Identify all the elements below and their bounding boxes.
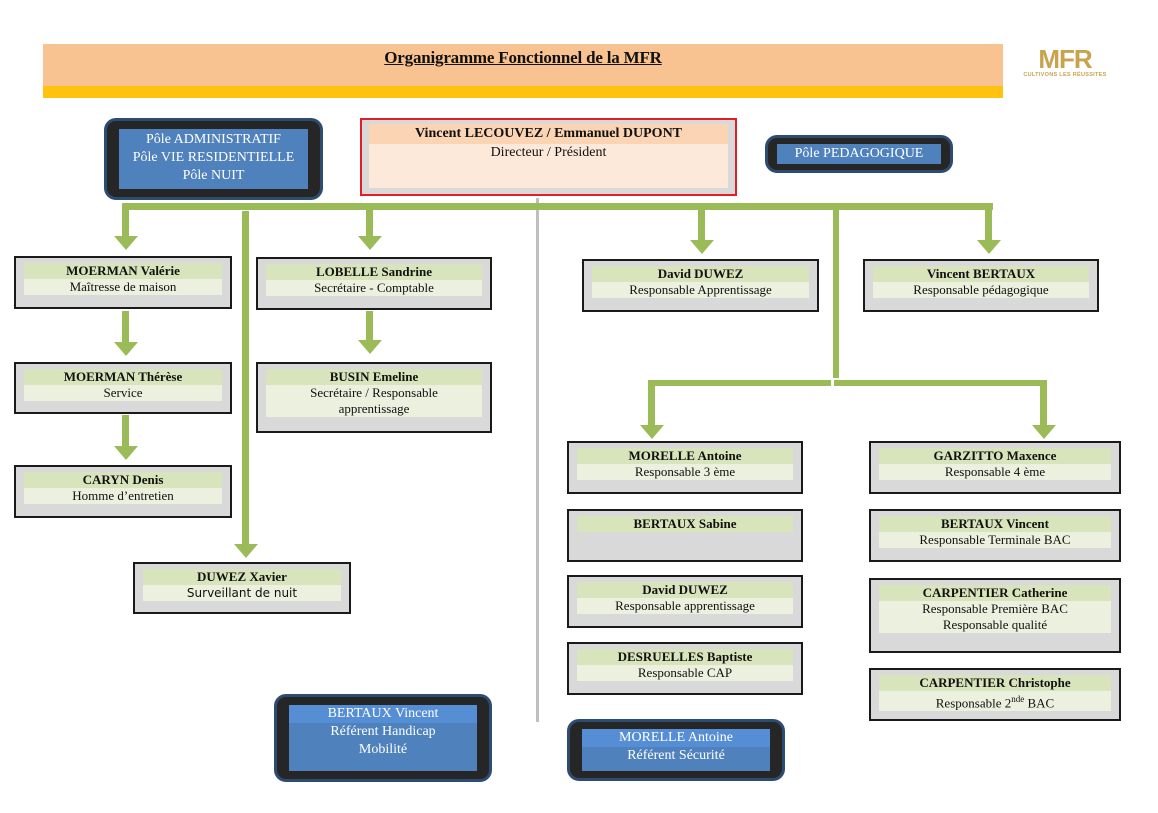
connector-bar-right — [834, 380, 1046, 386]
role-superscript: nde — [1011, 694, 1025, 704]
staff-name: DESRUELLES Baptiste — [577, 649, 793, 665]
staff-name: MOERMAN Thérèse — [24, 369, 222, 385]
referent-handicap-name: BERTAUX Vincent — [289, 705, 477, 723]
staff-name: CARPENTIER Christophe — [879, 675, 1111, 691]
staff-role: Responsable Apprentissage — [592, 282, 809, 298]
center-divider-line — [536, 198, 539, 722]
staff-name: DUWEZ Xavier — [143, 569, 341, 585]
arrow-down-icon — [977, 240, 1001, 254]
connector-line — [122, 311, 129, 343]
connector-line — [1040, 380, 1047, 426]
staff-role: Responsable 2nde BAC — [879, 691, 1111, 712]
staff-name: BERTAUX Sabine — [577, 516, 793, 532]
connector-line — [366, 311, 373, 341]
staff-role: Secrétaire - Comptable — [266, 280, 482, 296]
pole-pedagogique-box: Pôle PEDAGOGIQUE — [765, 135, 953, 173]
staff-role: Responsable apprentissage — [577, 598, 793, 614]
pole-admin-box: Pôle ADMINISTRATIF Pôle VIE RESIDENTIELL… — [104, 118, 323, 200]
staff-name: LOBELLE Sandrine — [266, 264, 482, 280]
staff-role: Responsable Terminale BAC — [879, 532, 1111, 548]
mfr-logo: MFR CULTIVONS LES RÉUSSITES — [1020, 46, 1110, 84]
arrow-down-icon — [1032, 425, 1056, 439]
director-name: Vincent LECOUVEZ / Emmanuel DUPONT — [369, 124, 728, 144]
staff-name: David DUWEZ — [577, 582, 793, 598]
staff-card-busin-emeline: BUSIN Emeline Secrétaire / Responsable a… — [256, 362, 492, 433]
referent-securite-name: MORELLE Antoine — [582, 729, 770, 747]
connector-line — [122, 203, 129, 237]
staff-card-carpentier-catherine: CARPENTIER Catherine Responsable Premièr… — [869, 578, 1121, 653]
arrow-down-icon — [358, 340, 382, 354]
staff-name: David DUWEZ — [592, 266, 809, 282]
arrow-down-icon — [234, 544, 258, 558]
arrow-down-icon — [114, 446, 138, 460]
staff-role: Maîtresse de maison — [24, 279, 222, 295]
logo-tagline: CULTIVONS LES RÉUSSITES — [1023, 72, 1107, 78]
staff-card-duwez-xavier: DUWEZ Xavier Surveillant de nuit — [133, 562, 351, 614]
staff-card-lobelle-sandrine: LOBELLE Sandrine Secrétaire - Comptable — [256, 257, 492, 310]
staff-role: Service — [24, 385, 222, 401]
referent-securite-role: Référent Sécurité — [627, 748, 725, 763]
staff-name: BERTAUX Vincent — [879, 516, 1111, 532]
connector-line — [648, 380, 655, 426]
staff-role: Surveillant de nuit — [143, 585, 341, 601]
connector-line — [698, 203, 705, 241]
pole-vie-residentielle-label: Pôle VIE RESIDENTIELLE — [132, 150, 295, 165]
staff-name: GARZITTO Maxence — [879, 448, 1111, 464]
header-band — [43, 44, 1003, 86]
pole-pedagogique-label: Pôle PEDAGOGIQUE — [777, 144, 941, 164]
staff-role: Responsable CAP — [577, 665, 793, 681]
arrow-down-icon — [114, 342, 138, 356]
staff-card-vincent-bertaux: Vincent BERTAUX Responsable pédagogique — [863, 259, 1099, 312]
staff-card-bertaux-vincent: BERTAUX Vincent Responsable Terminale BA… — [869, 509, 1121, 562]
staff-role: Responsable 3 ème — [577, 464, 793, 480]
role-text-suffix: BAC — [1024, 695, 1055, 711]
logo-text: MFR — [1038, 44, 1092, 74]
referent-mobilite-role: Mobilité — [358, 742, 408, 757]
role-text: Responsable 2 — [935, 695, 1012, 711]
staff-card-bertaux-sabine: BERTAUX Sabine — [567, 509, 803, 562]
staff-role: Responsable 4 ème — [879, 464, 1111, 480]
connector-line-nuit — [242, 211, 249, 545]
page-title: Organigramme Fonctionnel de la MFR — [384, 48, 662, 67]
director-role: Directeur / Président — [369, 144, 728, 188]
staff-role: Secrétaire / Responsable apprentissage — [266, 385, 482, 417]
connector-line — [122, 415, 129, 447]
staff-name: MOERMAN Valérie — [24, 263, 222, 279]
staff-name: BUSIN Emeline — [266, 369, 482, 385]
staff-name: CARPENTIER Catherine — [879, 585, 1111, 601]
staff-role: Responsable Première BAC — [879, 601, 1111, 617]
staff-card-desruelles-baptiste: DESRUELLES Baptiste Responsable CAP — [567, 642, 803, 695]
arrow-down-icon — [690, 240, 714, 254]
arrow-down-icon — [358, 236, 382, 250]
arrow-down-icon — [114, 236, 138, 250]
connector-line — [366, 203, 373, 237]
referent-handicap-role: Référent Handicap — [330, 724, 436, 739]
staff-role: Responsable pédagogique — [873, 282, 1089, 298]
staff-card-caryn-denis: CARYN Denis Homme d’entretien — [14, 465, 232, 518]
staff-card-garzitto-maxence: GARZITTO Maxence Responsable 4 ème — [869, 441, 1121, 494]
staff-role: Homme d’entretien — [24, 488, 222, 504]
arrow-down-icon — [640, 425, 664, 439]
referent-handicap-box: BERTAUX Vincent Référent Handicap Mobili… — [274, 694, 492, 782]
staff-name: CARYN Denis — [24, 472, 222, 488]
staff-card-david-duwez-apprentissage: David DUWEZ Responsable Apprentissage — [582, 259, 819, 312]
director-box: Vincent LECOUVEZ / Emmanuel DUPONT Direc… — [360, 118, 737, 196]
connector-line-pedago — [833, 203, 839, 378]
connector-bar-left — [648, 380, 831, 386]
pole-nuit-label: Pôle NUIT — [182, 168, 245, 183]
staff-card-moerman-therese: MOERMAN Thérèse Service — [14, 362, 232, 414]
pole-admin-label: Pôle ADMINISTRATIF — [146, 132, 281, 147]
staff-card-carpentier-christophe: CARPENTIER Christophe Responsable 2nde B… — [869, 668, 1121, 721]
staff-card-david-duwez: David DUWEZ Responsable apprentissage — [567, 575, 803, 628]
main-connector-bar — [122, 203, 993, 210]
staff-name: MORELLE Antoine — [577, 448, 793, 464]
staff-card-moerman-valerie: MOERMAN Valérie Maîtresse de maison — [14, 256, 232, 309]
staff-name: Vincent BERTAUX — [873, 266, 1089, 282]
header-stripe — [43, 86, 1003, 98]
staff-card-morelle-antoine: MORELLE Antoine Responsable 3 ème — [567, 441, 803, 494]
referent-securite-box: MORELLE Antoine Référent Sécurité — [567, 719, 785, 781]
connector-line — [985, 203, 992, 241]
staff-role-secondary: Responsable qualité — [879, 617, 1111, 633]
